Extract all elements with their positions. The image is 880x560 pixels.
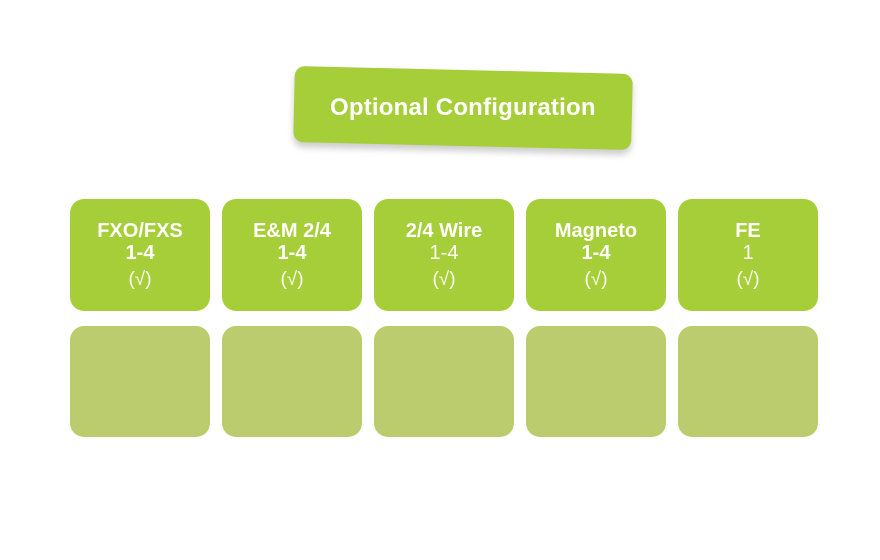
banner-title: Optional Configuration: [330, 93, 596, 121]
module-card-row-bottom: [70, 326, 818, 437]
module-card-range: 1-4: [429, 242, 459, 265]
module-card-check-icon: (√): [432, 269, 456, 291]
module-card-check-icon: (√): [584, 269, 608, 291]
module-card-title: FE: [735, 219, 761, 242]
module-slot-placeholder[interactable]: [374, 326, 514, 437]
module-card-title: Magneto: [554, 219, 638, 242]
module-card-range: 1-4: [125, 242, 155, 265]
module-card-title: FXO/FXS: [97, 219, 183, 242]
module-slot-placeholder[interactable]: [70, 326, 210, 437]
module-slot-placeholder[interactable]: [526, 326, 666, 437]
module-card-check-icon: (√): [280, 269, 304, 291]
module-card-check-icon: (√): [128, 269, 152, 291]
optional-configuration-banner: Optional Configuration: [293, 66, 633, 150]
module-slot-placeholder[interactable]: [222, 326, 362, 437]
module-card-range: 1-4: [277, 242, 307, 265]
module-card-range: 1: [742, 242, 754, 265]
module-card-title: 2/4 Wire: [405, 219, 483, 242]
module-slot-placeholder[interactable]: [678, 326, 818, 437]
module-card-check-icon: (√): [736, 269, 760, 291]
module-card-title: E&M 2/4: [253, 219, 331, 242]
module-card-range: 1-4: [581, 242, 611, 265]
